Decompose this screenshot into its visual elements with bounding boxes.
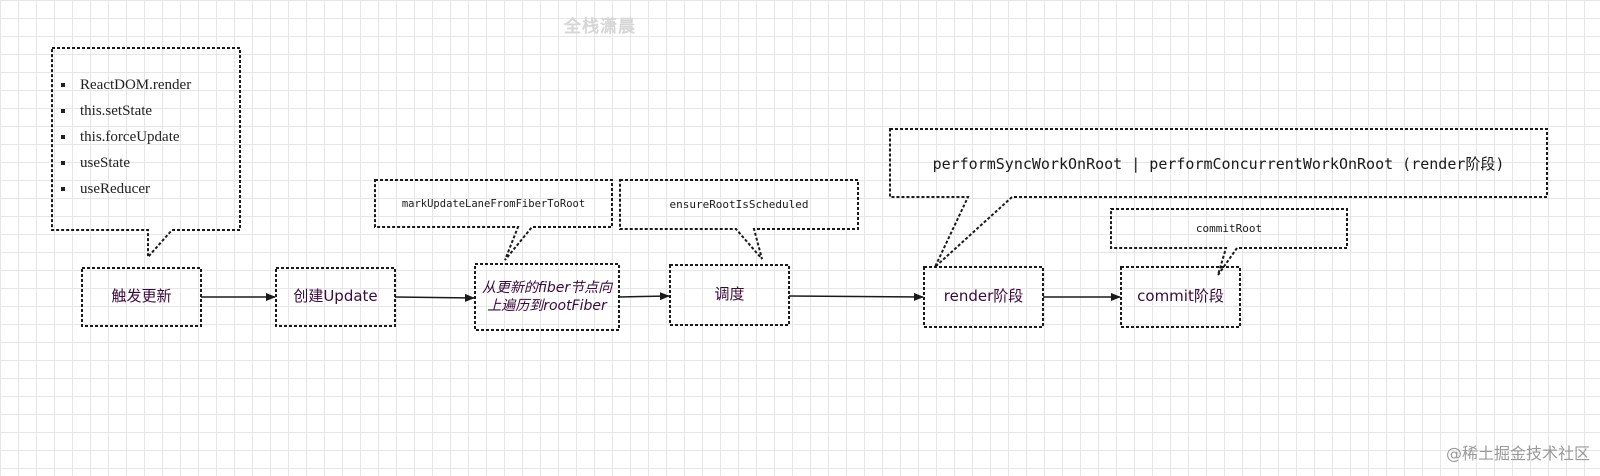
trigger-item-usereducer: useReducer: [76, 176, 233, 202]
mark-update-callout-label: markUpdateLaneFromFiberToRoot: [401, 197, 586, 210]
ensure-root-callout-label: ensureRootIsScheduled: [669, 198, 809, 211]
trigger-item-forceupdate: this.forceUpdate: [76, 124, 233, 150]
arrow-traverse-to-schedule: [618, 292, 670, 301]
commit-root-callout-label: commitRoot: [1195, 222, 1263, 235]
node-traverse-label: 从更新的fiber节点向 上遍历到rootFiber: [475, 264, 619, 330]
perform-work-callout-label: performSyncWorkOnRoot | performConcurren…: [932, 154, 1505, 173]
watermark-bottom: @稀土掘金技术社区: [1445, 444, 1590, 463]
trigger-item-setstate: this.setState: [76, 98, 233, 124]
perform-work-callout-shape: [889, 128, 1548, 268]
trigger-item-reactdom-render: ReactDOM.render: [76, 72, 233, 98]
node-commit-label: commit阶段: [1137, 287, 1224, 306]
arrow-schedule-to-render: [788, 292, 924, 301]
trigger-list: ReactDOM.render this.setState this.force…: [58, 72, 233, 202]
watermark-top: 全栈潇晨: [564, 17, 636, 37]
node-create-update-label: 创建Update: [293, 287, 378, 306]
node-schedule-box: [669, 264, 790, 326]
node-traverse-line-2: 上遍历到rootFiber: [487, 298, 607, 314]
node-schedule-label: 调度: [714, 285, 745, 304]
mark-update-callout-shape: [374, 179, 613, 261]
trigger-list-callout: [51, 47, 241, 260]
ensure-root-callout-shape: [619, 179, 859, 260]
node-trigger-label: 触发更新: [111, 287, 172, 306]
trigger-item-usestate: useState: [76, 150, 233, 176]
arrow-create-to-traverse: [394, 293, 475, 302]
commit-root-callout-shape: [1110, 208, 1348, 276]
node-render-label: render阶段: [943, 287, 1024, 306]
node-commit-box: [1120, 266, 1241, 328]
node-render-box: [923, 266, 1044, 328]
node-traverse-line-1: 从更新的fiber节点向: [481, 279, 613, 296]
